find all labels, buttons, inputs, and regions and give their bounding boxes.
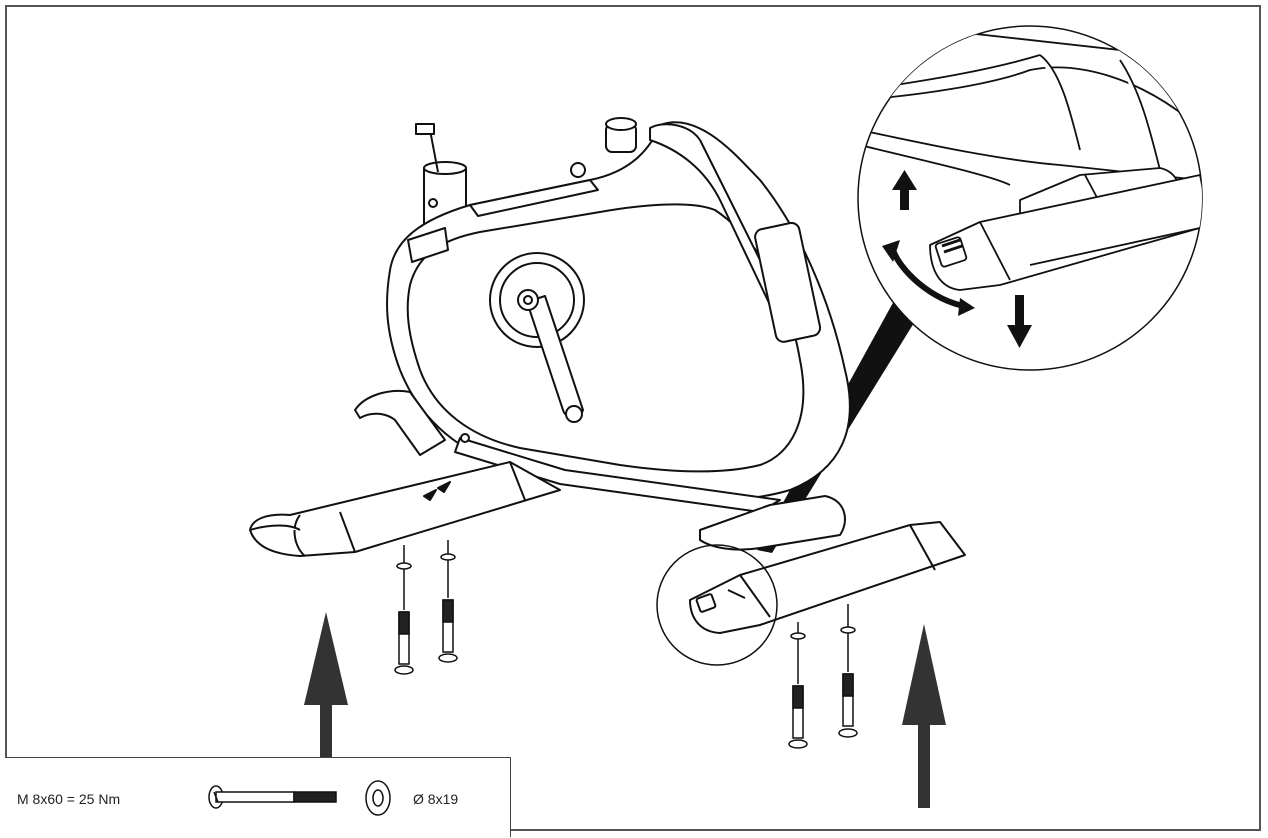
bike-body [354,117,851,551]
rotate-arrow-icon [890,247,971,310]
fastener-legend: M 8x60 = 25 Nm Ø 8x19 [5,757,511,837]
up-arrow-left [304,612,348,760]
bolt-icon [208,785,337,809]
front-stabilizer [249,461,561,557]
bolt-spec-label: M 8x60 = 25 Nm [17,791,121,807]
detail-marker-circle [656,544,778,666]
arrow-down-icon [1015,295,1024,325]
arrow-up-icon [900,188,909,210]
washer-spec-label: Ø 8x19 [413,791,459,807]
bolt-set [394,540,858,749]
rear-stabilizer [689,521,966,634]
legend-icons [208,780,391,816]
arrow-down-head-icon [1007,325,1032,348]
arrow-up-head-icon [892,170,917,190]
detail-arrows [882,170,1032,348]
washer-icon [365,780,391,816]
up-arrow-right [902,624,946,808]
